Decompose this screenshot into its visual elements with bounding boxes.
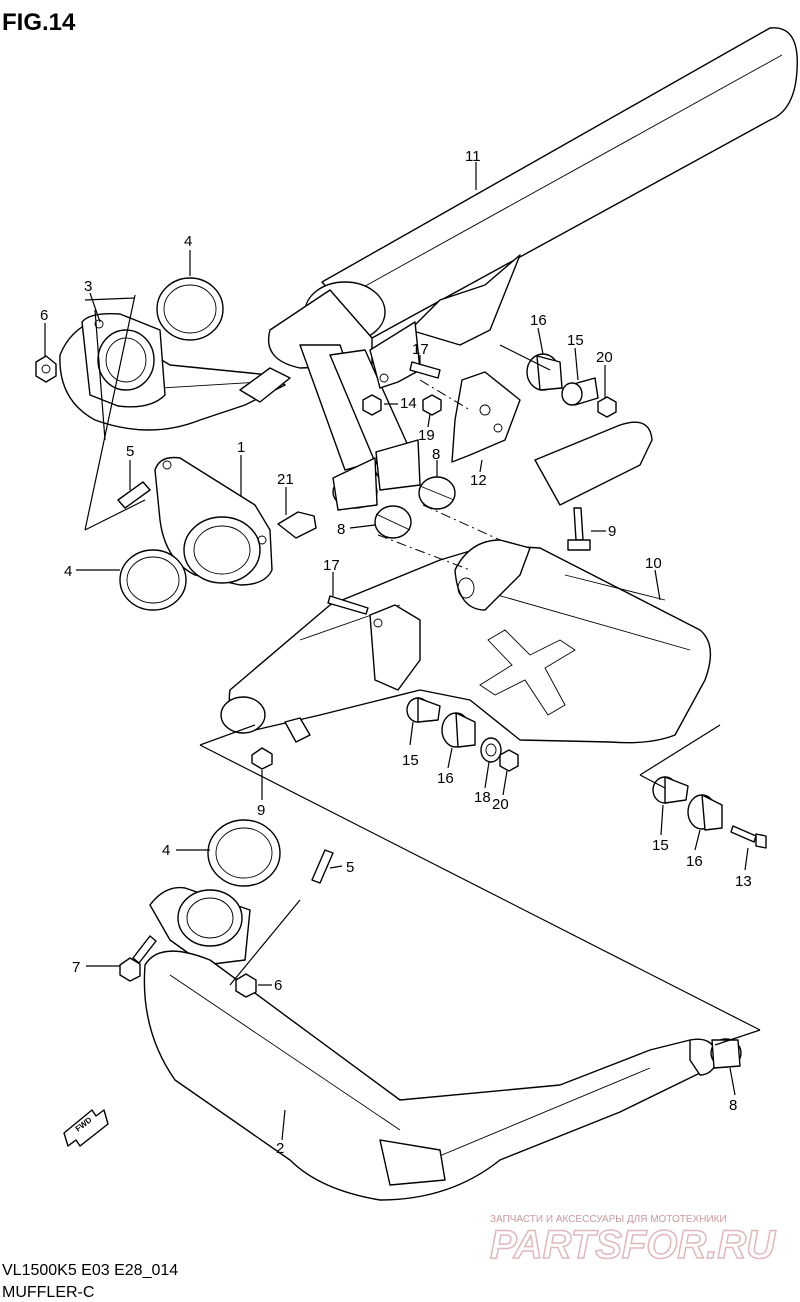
label-3: 3	[84, 278, 92, 295]
label-19: 19	[418, 427, 435, 444]
label-8-upper-2: 8	[432, 446, 440, 463]
lower-muffler	[220, 421, 712, 744]
label-16-middle: 16	[437, 770, 454, 787]
label-17-upper: 17	[412, 341, 429, 358]
bolt-9-lower	[251, 747, 273, 770]
label-12: 12	[470, 472, 487, 489]
grommet-upper-1	[374, 505, 412, 539]
bolt-13	[730, 825, 767, 849]
cushion-16-right	[687, 794, 723, 831]
stud-bolt-top	[117, 481, 151, 509]
nut-20-middle	[499, 749, 519, 772]
stud-bolt-lower	[311, 849, 334, 884]
section-name: MUFFLER-C	[2, 1284, 94, 1301]
label-20-upper: 20	[596, 349, 613, 366]
gasket-middle	[119, 549, 187, 611]
upper-muffler	[268, 27, 798, 511]
label-2: 2	[276, 1140, 284, 1157]
watermark-caption: ЗАПЧАСТИ И АКСЕССУАРЫ ДЛЯ МОТОТЕХНИКИ	[490, 1214, 727, 1225]
collar-15-middle	[406, 697, 441, 723]
watermark: ЗАПЧАСТИ И АКСЕССУАРЫ ДЛЯ МОТОТЕХНИКИ PA…	[489, 1214, 777, 1268]
label-4-lower: 4	[162, 842, 170, 859]
upper-exhaust-joint	[59, 312, 291, 431]
label-14: 14	[400, 395, 417, 412]
label-8-lower: 8	[729, 1097, 737, 1114]
label-15-middle: 15	[402, 752, 419, 769]
label-5-lower: 5	[346, 859, 354, 876]
cushion-16-middle	[441, 712, 476, 748]
cushion-16-upper	[526, 353, 563, 391]
gasket-top	[156, 277, 224, 341]
forward-arrow-icon: FWD	[63, 1109, 109, 1147]
label-15-right: 15	[652, 837, 669, 854]
label-16-right: 16	[686, 853, 703, 870]
bolt-17-lower	[327, 595, 369, 615]
washer-18	[480, 737, 502, 763]
nut-19	[422, 394, 442, 416]
exhaust-pipe-lower	[143, 886, 719, 1201]
label-7: 7	[72, 959, 80, 976]
label-5-top: 5	[126, 443, 134, 460]
label-4-middle: 4	[64, 563, 72, 580]
nut-lower	[235, 973, 257, 998]
label-17-lower: 17	[323, 557, 340, 574]
bolt-7	[119, 935, 157, 982]
nut-top	[35, 355, 57, 383]
bolt-9-upper	[567, 507, 591, 551]
bolt-17-upper	[409, 361, 441, 379]
gasket-lower	[207, 819, 281, 887]
label-8-upper-1: 8	[337, 521, 345, 538]
label-21: 21	[277, 471, 294, 488]
label-6-lower: 6	[274, 977, 282, 994]
model-code: VL1500K5 E03 E28_014	[2, 1262, 178, 1279]
label-11: 11	[465, 148, 481, 165]
watermark-brand: PARTSFOR.RU	[490, 1223, 776, 1267]
exhaust-joint-pipe	[154, 456, 273, 586]
label-9-lower: 9	[257, 802, 265, 819]
label-20-middle: 20	[492, 796, 509, 813]
nut-20-upper	[597, 396, 617, 418]
label-6-top: 6	[40, 307, 48, 324]
nut-14	[362, 394, 382, 416]
label-10: 10	[645, 555, 662, 572]
grommet-upper-2	[418, 476, 456, 510]
bracket-12	[451, 371, 521, 463]
label-16-upper: 16	[530, 312, 547, 329]
label-4-top: 4	[184, 233, 192, 250]
figure-title: FIG.14	[2, 9, 76, 36]
label-1: 1	[237, 439, 245, 456]
label-9-upper: 9	[608, 523, 616, 540]
label-13: 13	[735, 873, 752, 890]
label-15-upper: 15	[567, 332, 584, 349]
collar-15-upper	[561, 377, 599, 406]
collar-15-right	[652, 776, 689, 804]
bolt-21	[277, 511, 317, 539]
label-18: 18	[474, 789, 491, 806]
grommet-lower	[710, 1038, 742, 1069]
